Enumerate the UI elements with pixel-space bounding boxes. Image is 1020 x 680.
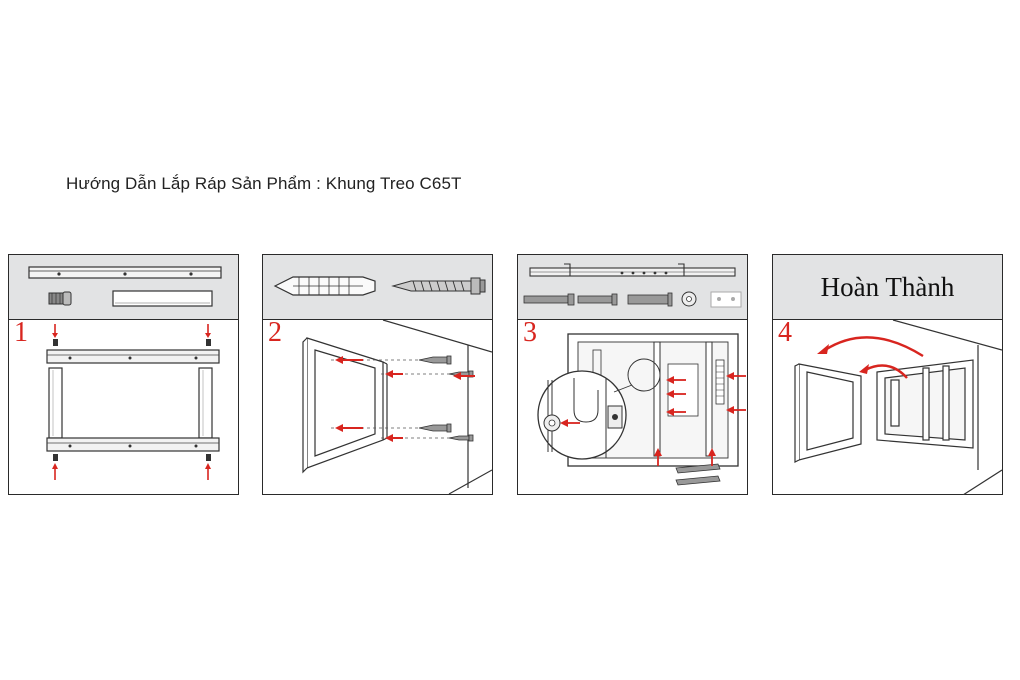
step-3-panel: 3 (517, 254, 748, 495)
step-1-parts-header (9, 255, 238, 320)
right-arm (198, 367, 213, 439)
step-number: 1 (14, 317, 28, 348)
step-2-parts-header (263, 255, 492, 320)
step-1-parts-illustration (28, 266, 222, 307)
step-3-diagram (518, 320, 747, 495)
step-number: 4 (778, 317, 792, 348)
left-arm (48, 367, 63, 439)
lag-screw-part (391, 277, 486, 295)
spacer-bar-part (112, 290, 213, 307)
tv-screws-part (523, 292, 673, 307)
wall-plate (794, 363, 862, 463)
tv-bracket-part (529, 263, 736, 277)
step-4-header: Hoàn Thành (773, 255, 1002, 320)
step-number: 2 (268, 317, 282, 348)
step-1-diagram (9, 320, 238, 495)
fasten-arrows (335, 356, 475, 442)
washer-part (681, 291, 697, 307)
bolt-part (48, 291, 72, 306)
page-title: Hướng Dẫn Lắp Ráp Sản Phẩm : Khung Treo … (66, 174, 462, 193)
step-2-parts-illustration (273, 276, 486, 296)
step-1-panel: 1 (8, 254, 239, 495)
hang-arrows (817, 336, 924, 379)
wall-plate (302, 337, 388, 474)
top-rail (46, 349, 220, 364)
detail-magnifier (537, 370, 627, 460)
tv-with-bracket (876, 359, 974, 449)
step-4-diagram (773, 320, 1002, 495)
step-3-parts-illustration (523, 263, 742, 308)
step-number: 3 (523, 317, 537, 348)
bottom-rail (46, 437, 220, 452)
step-4-panel: Hoàn Thành (772, 254, 1003, 495)
step-2-diagram (263, 320, 492, 495)
insert-arrows (52, 324, 211, 480)
screw-arrows (560, 372, 746, 466)
screws (418, 355, 474, 442)
complete-label: Hoàn Thành (820, 271, 955, 302)
step-2-panel: 2 (262, 254, 493, 495)
step-3-parts-header (518, 255, 747, 320)
wall-anchor-part (273, 276, 376, 296)
spacer-part (710, 291, 742, 308)
